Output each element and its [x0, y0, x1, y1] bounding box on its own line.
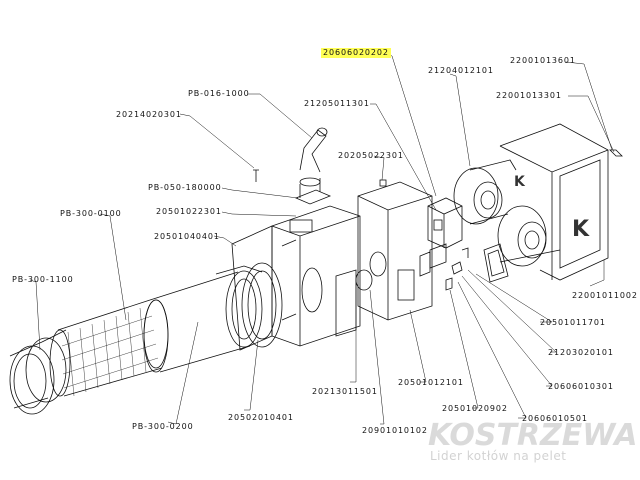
svg-text:K: K	[572, 217, 590, 242]
back-plate-part	[357, 181, 433, 321]
label-20501012101: 20501012101	[398, 378, 464, 387]
burner-housing-part	[231, 205, 361, 351]
screw-part	[253, 169, 259, 182]
fan-housing-box-part: K K	[499, 123, 609, 281]
blower-fan-upper-part	[453, 159, 517, 225]
label-PB-050-180000: PB-050-180000	[148, 183, 222, 192]
gasket-part	[335, 269, 373, 337]
label-20214020301: 20214020301	[116, 110, 182, 119]
gasket-frame-part	[483, 243, 509, 283]
label-20213011501: 20213011501	[312, 387, 378, 396]
brand-watermark: KOSTRZEWA	[428, 418, 638, 453]
label-20502010401: 20502010401	[228, 413, 294, 422]
blower-fan-lower-part	[497, 205, 561, 267]
label-20606020202: 20606020202	[321, 48, 391, 58]
label-20501040401: 20501040401	[154, 232, 220, 241]
label-21205011301: 21205011301	[304, 99, 370, 108]
label-22001013601: 22001013601	[510, 56, 576, 65]
feed-tube-part	[294, 127, 332, 205]
label-PB-300-0200: PB-300-0200	[132, 422, 194, 431]
label-20501020902: 20501020902	[442, 404, 508, 413]
label-21203020101: 21203020101	[548, 348, 614, 357]
label-PB-016-1000: PB-016-1000	[188, 89, 250, 98]
label-20205022301: 20205022301	[338, 151, 404, 160]
front-ring-part	[9, 329, 67, 415]
label-20501022301: 20501022301	[156, 207, 222, 216]
cable-strip-part	[609, 149, 623, 157]
label-20606010501: 20606010501	[522, 414, 588, 423]
flange-ring-part	[241, 262, 283, 348]
label-22001013301: 22001013301	[496, 91, 562, 100]
small-bracket-part	[445, 247, 469, 291]
label-21204012101: 21204012101	[428, 66, 494, 75]
label-PB-300-1100: PB-300-1100	[12, 275, 74, 284]
label-20901010102: 20901010102	[362, 426, 428, 435]
svg-text:K: K	[514, 174, 526, 190]
label-PB-300-0100: PB-300-0100	[60, 209, 122, 218]
label-22001011002: 22001011002	[572, 291, 638, 300]
label-20501011701: 20501011701	[540, 318, 606, 327]
label-20606010301: 20606010301	[548, 382, 614, 391]
slogan-watermark: Lider kotłów na pelet	[430, 449, 567, 463]
outer-sleeve-part	[143, 265, 263, 373]
leader-lines	[29, 53, 615, 425]
mesh-tube-part	[49, 299, 169, 397]
nut-part	[379, 179, 387, 187]
fan-motor-part	[427, 197, 463, 269]
